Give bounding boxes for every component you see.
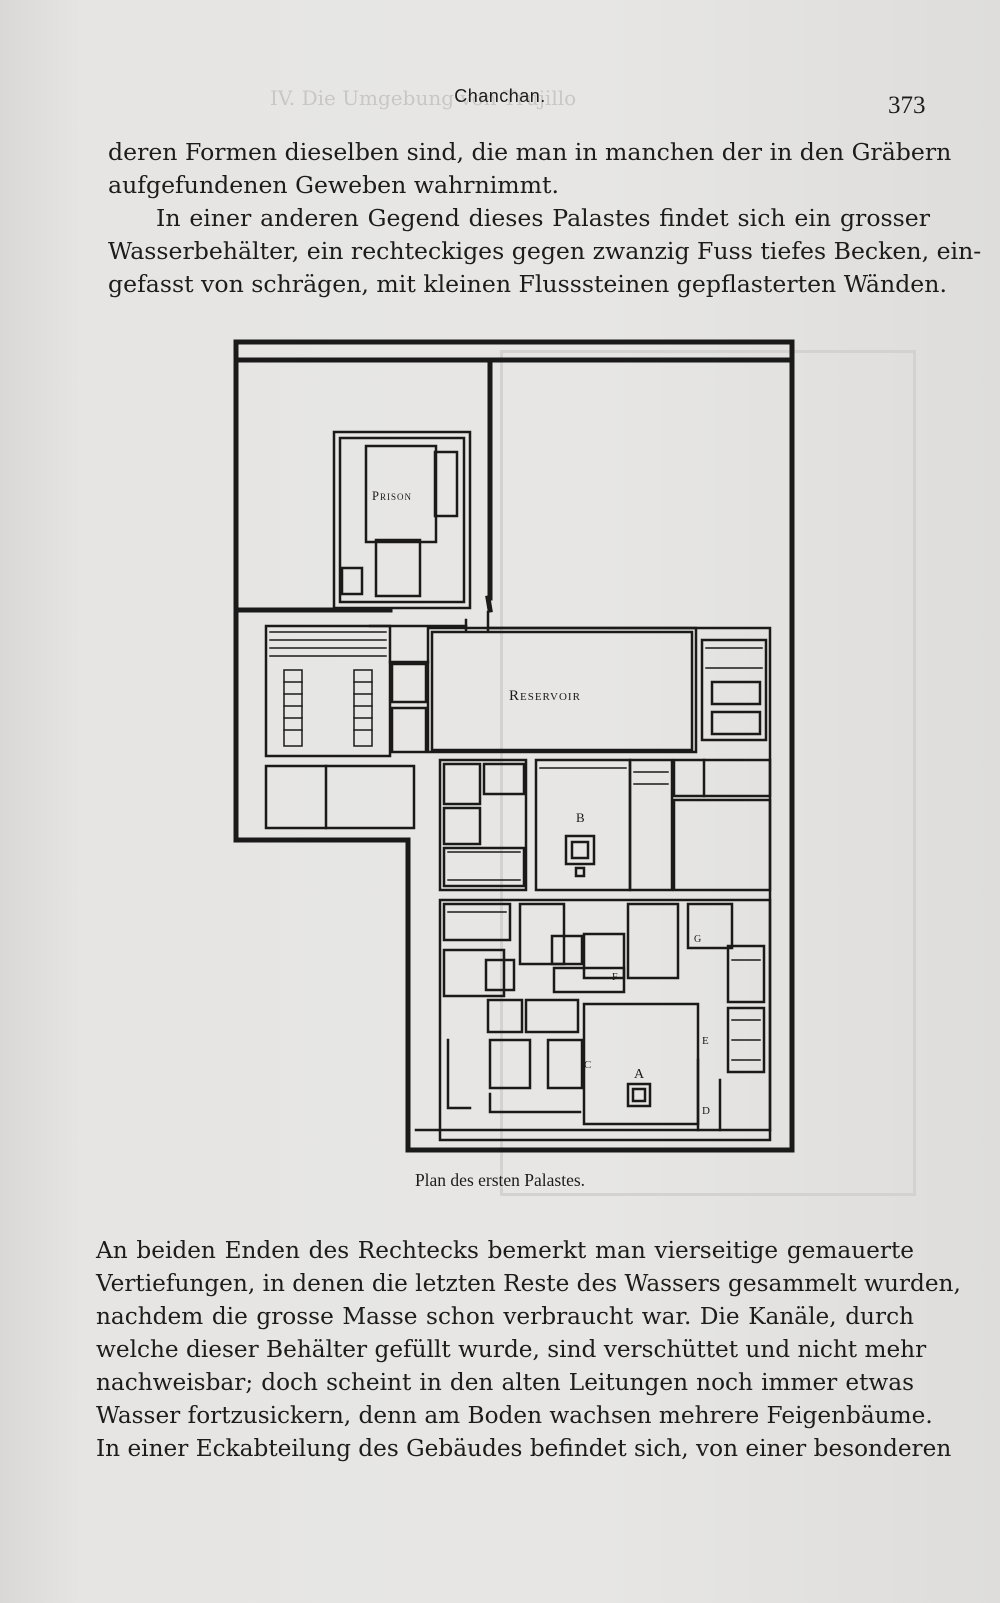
text-line: aufgefundenen Geweben wahrnimmt. xyxy=(108,171,560,199)
bleed-through-plan xyxy=(500,350,916,1196)
plan-label-c: C xyxy=(584,1059,591,1071)
plan-label-reservoir: Reservoir xyxy=(509,688,581,704)
plan-label-f: F xyxy=(612,972,618,983)
plan-label-a: A xyxy=(634,1067,645,1082)
text-line: deren Formen dieselben sind, die man in … xyxy=(108,138,952,166)
text-line: nachweisbar; doch scheint in den alten L… xyxy=(96,1369,914,1396)
text-line: Wasser fortzusickern, denn am Boden wach… xyxy=(96,1402,933,1429)
running-header: Chanchan. xyxy=(454,86,546,106)
plan-label-d: D xyxy=(702,1105,710,1117)
outer-walls xyxy=(233,339,795,1153)
text-line: In einer Eckabteilung des Gebäudes befin… xyxy=(96,1435,952,1462)
text-line: In einer anderen Gegend dieses Palastes … xyxy=(156,204,930,232)
paragraph-bottom: An beiden Enden des Rechtecks bemerkt ma… xyxy=(96,1234,961,1465)
text-line: An beiden Enden des Rechtecks bemerkt ma… xyxy=(96,1237,914,1264)
inner-walls xyxy=(264,430,772,1142)
plan-label-prison: Prison xyxy=(372,489,412,503)
text-line: gefasst von schrägen, mit kleinen Flusss… xyxy=(108,270,947,298)
paragraph-top: deren Formen dieselben sind, die man in … xyxy=(108,136,982,301)
text-line: nachdem die grosse Masse schon verbrauch… xyxy=(96,1303,914,1330)
plan-label-g: G xyxy=(694,934,701,945)
plan-label-e: E xyxy=(702,1035,709,1047)
figure-caption: Plan des ersten Palastes. xyxy=(414,1170,586,1190)
page-number: 373 xyxy=(888,92,926,119)
plan-label-b: B xyxy=(576,810,585,825)
text-line: Wasserbehälter, ein rechteckiges gegen z… xyxy=(108,237,982,265)
text-line: Vertiefungen, in denen die letzten Reste… xyxy=(96,1270,961,1297)
text-line: welche dieser Behälter gefüllt wurde, si… xyxy=(96,1336,927,1363)
storage-cells xyxy=(269,631,763,1061)
bleed-through-text: IV. Die Umgebung von Trujillo xyxy=(270,86,577,110)
